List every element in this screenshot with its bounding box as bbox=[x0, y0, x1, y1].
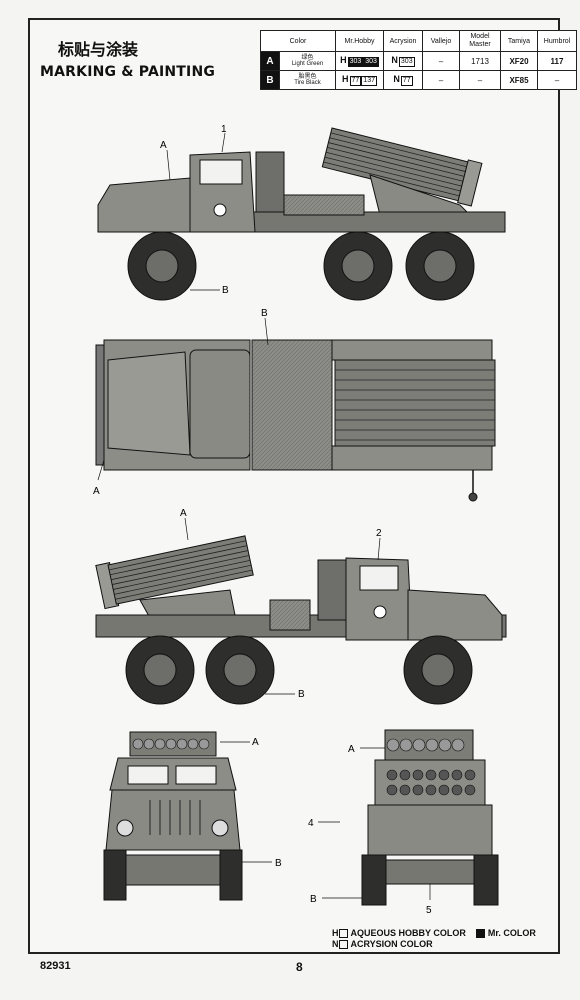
hood-panel bbox=[107, 351, 191, 456]
callout-b: B bbox=[261, 308, 268, 319]
humbrol-code: – bbox=[537, 70, 577, 90]
rocket-launcher-rack bbox=[321, 127, 483, 207]
tamiya-code: XF85 bbox=[500, 70, 538, 90]
product-code: 82931 bbox=[40, 960, 71, 972]
wheels bbox=[127, 231, 475, 301]
title-chinese: 标贴与涂装 bbox=[58, 40, 139, 59]
callout-2: 2 bbox=[376, 528, 382, 539]
legend-mr-square-icon bbox=[475, 929, 485, 938]
cab-window bbox=[359, 565, 399, 591]
legend-h-prefix: H bbox=[332, 928, 339, 938]
callout-a: A bbox=[160, 140, 167, 151]
color-name-cn: 胎黑色 bbox=[298, 73, 317, 80]
acrysion-code-box: 77 bbox=[400, 76, 413, 86]
callout-a: A bbox=[180, 508, 187, 519]
mid-body bbox=[251, 339, 333, 471]
acrysion-prefix: N bbox=[393, 74, 400, 84]
mr-hobby-prefix: H bbox=[340, 55, 347, 65]
mr-hobby-code-2: 137 bbox=[361, 76, 377, 86]
col-vallejo: Vallejo bbox=[422, 30, 460, 52]
spare-wheel bbox=[255, 151, 285, 213]
emblem bbox=[213, 203, 227, 217]
rocket-launcher-rack bbox=[95, 535, 254, 610]
emblem bbox=[373, 605, 387, 619]
windshield-right bbox=[175, 765, 217, 785]
spare-wheel bbox=[317, 559, 347, 621]
paint-letter: A bbox=[260, 51, 280, 71]
paint-table-header: Color Mr.Hobby Acrysion Vallejo Model Ma… bbox=[260, 30, 577, 52]
legend-aqueous-label: AQUEOUS HOBBY COLOR bbox=[350, 928, 466, 938]
color-name-cn: 绿色 bbox=[301, 54, 314, 61]
title-english: MARKING & PAINTING bbox=[40, 64, 216, 80]
mr-hobby-code-1: 303 bbox=[347, 57, 364, 67]
paint-letter: B bbox=[260, 70, 280, 90]
callout-b: B bbox=[298, 689, 305, 700]
windshield-left bbox=[127, 765, 169, 785]
vallejo-code: – bbox=[422, 51, 460, 71]
cab-roof bbox=[189, 349, 251, 459]
legend-h-square-icon bbox=[338, 929, 348, 938]
callout-a: A bbox=[252, 737, 259, 748]
callout-a: A bbox=[348, 744, 355, 755]
front-view: A B bbox=[103, 731, 282, 901]
legend-mr-label: Mr. COLOR bbox=[487, 928, 536, 938]
col-tamiya: Tamiya bbox=[500, 30, 538, 52]
top-view: B A bbox=[93, 308, 496, 502]
side-view-right: A 2 B bbox=[95, 508, 507, 705]
callout-b: B bbox=[275, 858, 282, 869]
col-humbrol: Humbrol bbox=[537, 30, 577, 52]
mr-hobby-code-2: 303 bbox=[363, 57, 379, 67]
rack-top bbox=[334, 359, 496, 447]
color-name: 胎黑色 Tire Black bbox=[279, 70, 336, 90]
hood bbox=[97, 177, 196, 233]
side-view-left: A 1 B bbox=[97, 124, 506, 301]
acrysion-prefix: N bbox=[391, 55, 398, 65]
rear-body bbox=[367, 804, 493, 856]
callout-b: B bbox=[310, 894, 317, 905]
wheels bbox=[125, 635, 473, 705]
mr-hobby-prefix: H bbox=[342, 74, 349, 84]
color-name-en: Tire Black bbox=[294, 80, 321, 86]
cab-window bbox=[199, 159, 243, 185]
page-number: 8 bbox=[296, 960, 303, 974]
legend-row-acrysion: N ACRYSION COLOR bbox=[332, 939, 536, 950]
callout-a: A bbox=[93, 486, 100, 497]
tamiya-code: XF20 bbox=[500, 51, 538, 71]
front-bumper bbox=[95, 344, 105, 466]
hood bbox=[407, 589, 503, 641]
side-boxes bbox=[283, 194, 365, 216]
acrysion-code-box: 303 bbox=[398, 57, 415, 67]
col-mr-hobby: Mr.Hobby bbox=[335, 30, 384, 52]
vallejo-code: – bbox=[422, 70, 460, 90]
callout-5: 5 bbox=[426, 905, 432, 916]
legend-n-prefix: N bbox=[332, 939, 339, 949]
mr-hobby-code-1: 77 bbox=[349, 76, 362, 86]
model-master-code: – bbox=[459, 70, 501, 90]
legend-acrysion-label: ACRYSION COLOR bbox=[350, 939, 433, 949]
callout-4: 4 bbox=[308, 818, 314, 829]
humbrol-code: 117 bbox=[537, 51, 577, 71]
color-legend: H AQUEOUS HOBBY COLOR Mr. COLOR N ACRYSI… bbox=[332, 928, 536, 950]
paint-table: Color Mr.Hobby Acrysion Vallejo Model Ma… bbox=[260, 30, 577, 90]
color-name-en: Light Green bbox=[291, 61, 324, 67]
callout-1: 1 bbox=[221, 124, 227, 135]
callout-b: B bbox=[222, 285, 229, 296]
legend-row-aqueous: H AQUEOUS HOBBY COLOR Mr. COLOR bbox=[332, 928, 536, 939]
rear-view: A 4 B 5 bbox=[308, 729, 499, 916]
legend-n-square-icon bbox=[338, 940, 348, 949]
